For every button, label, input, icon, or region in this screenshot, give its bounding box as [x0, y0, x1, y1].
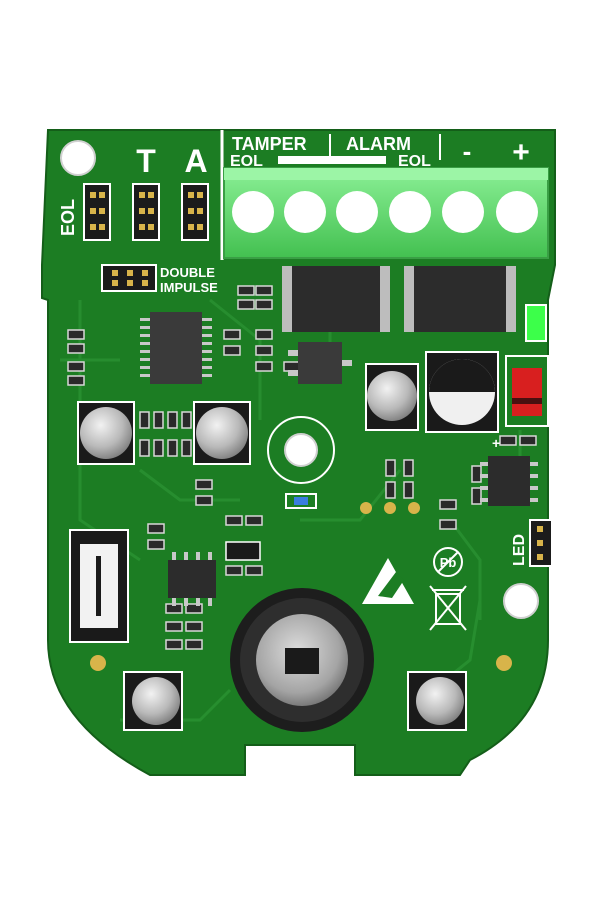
capacitor-bottom-left [123, 671, 183, 731]
terminal-label-tamper: TAMPER [232, 134, 307, 154]
ic-chip-main [140, 312, 212, 384]
tamper-switch[interactable] [69, 529, 129, 643]
weee-bin-icon [429, 585, 467, 631]
terminal-screw-3[interactable] [336, 191, 378, 233]
jumper-label-a: A [184, 143, 207, 179]
terminal-label-alarm: ALARM [346, 134, 411, 154]
capacitor-bottom-right [407, 671, 467, 731]
esd-warning-icon [362, 558, 414, 604]
ic-chip-right [480, 456, 538, 506]
smd-component-large-2 [404, 266, 516, 332]
jumper-double-impulse[interactable] [101, 264, 157, 292]
blue-led [285, 493, 317, 509]
double-impulse-label-line1: DOUBLE [160, 265, 215, 280]
terminal-label-minus: - [463, 136, 472, 166]
center-mounting-hole [284, 433, 318, 467]
jumper-eol[interactable] [83, 183, 111, 241]
capacitor-large [425, 351, 499, 433]
jumper-t[interactable] [132, 183, 160, 241]
red-diode [505, 355, 549, 427]
capacitor-center [365, 363, 419, 431]
lead-free-label: Pb [440, 555, 457, 570]
transistor-sot [288, 342, 352, 384]
mounting-hole-top-left [60, 140, 96, 176]
terminal-screw-2[interactable] [284, 191, 326, 233]
capacitor-left-1 [77, 401, 135, 465]
ic-chip-lower [168, 552, 216, 606]
center-mounting-ring [267, 416, 335, 484]
jumper-led[interactable] [529, 519, 553, 567]
mounting-hole-right [503, 583, 539, 619]
terminal-label-alarm-eol: EOL [398, 153, 431, 170]
terminal-screw-4[interactable] [389, 191, 431, 233]
pir-sensor [230, 588, 374, 732]
terminal-label-tamper-eol: EOL [230, 153, 263, 170]
terminal-screw-1[interactable] [232, 191, 274, 233]
capacitor-left-2 [193, 401, 251, 465]
jumper-a[interactable] [181, 183, 209, 241]
terminal-block [220, 130, 549, 260]
resistor-black [225, 541, 261, 561]
green-led [525, 304, 547, 342]
double-impulse-label-line2: IMPULSE [160, 280, 218, 295]
smd-passives [67, 285, 537, 650]
terminal-screw-5[interactable] [442, 191, 484, 233]
smd-component-large-1 [282, 266, 390, 332]
terminal-screw-6[interactable] [496, 191, 538, 233]
jumper-label-led: LED [511, 534, 528, 566]
jumper-label-t: T [136, 143, 156, 179]
terminal-label-plus: + [512, 136, 530, 169]
test-pads [90, 502, 512, 671]
jumper-label-eol: EOL [58, 199, 78, 236]
lead-free-icon: Pb [433, 547, 463, 577]
polarity-mark: + [492, 435, 500, 451]
